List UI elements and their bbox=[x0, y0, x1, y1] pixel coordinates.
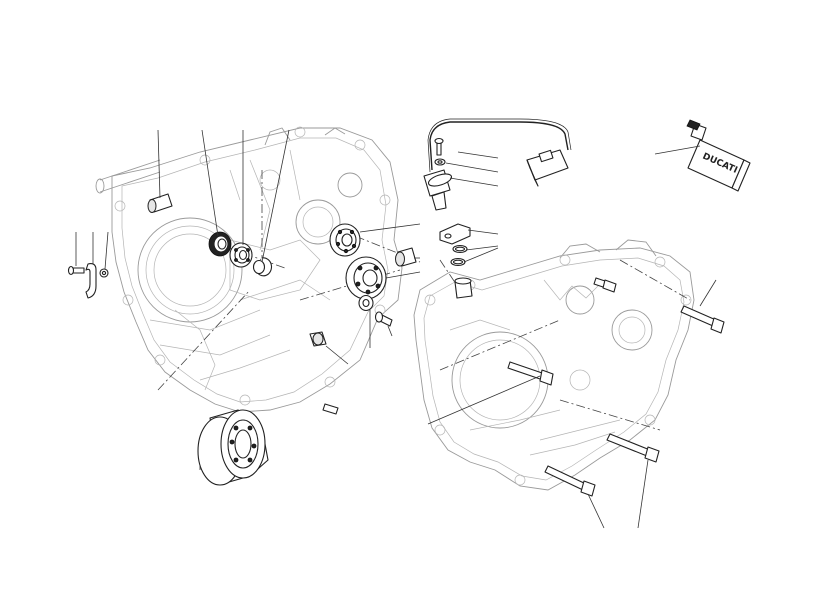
small-washer-left bbox=[99, 268, 109, 278]
small-ball-bearing bbox=[229, 242, 253, 268]
long-bolt-2 bbox=[593, 277, 617, 293]
plug-screw bbox=[309, 331, 327, 347]
oil-seal bbox=[208, 231, 232, 257]
small-screw-left bbox=[67, 265, 85, 276]
sensor-bracket bbox=[439, 223, 471, 245]
hook-bracket bbox=[85, 263, 97, 299]
ball-bearing-large bbox=[345, 256, 387, 300]
long-bolt-4 bbox=[606, 433, 660, 463]
sensor-boss bbox=[454, 277, 473, 299]
grub-screw bbox=[322, 403, 339, 415]
long-bolt-1 bbox=[507, 361, 554, 386]
dowel-pin-upper-left bbox=[147, 193, 173, 213]
sealant-tube: DUCATI bbox=[686, 119, 751, 192]
sensor-washer bbox=[434, 158, 446, 166]
ball-bearing-upper bbox=[329, 223, 361, 257]
main-roller-bearing bbox=[197, 409, 269, 486]
long-bolt-3 bbox=[680, 305, 725, 334]
circlip bbox=[252, 257, 272, 277]
long-bolt-5 bbox=[544, 465, 596, 497]
callout-leader-lines bbox=[75, 129, 717, 529]
dowel-pin-right bbox=[395, 247, 417, 267]
washer bbox=[358, 294, 374, 312]
speed-sensor-assembly bbox=[423, 118, 572, 211]
left-crankcase-half bbox=[95, 126, 403, 413]
o-rings bbox=[450, 244, 468, 267]
screw-small-right bbox=[374, 311, 393, 327]
sensor-screw bbox=[434, 137, 444, 156]
assembly-center-lines bbox=[157, 170, 691, 431]
